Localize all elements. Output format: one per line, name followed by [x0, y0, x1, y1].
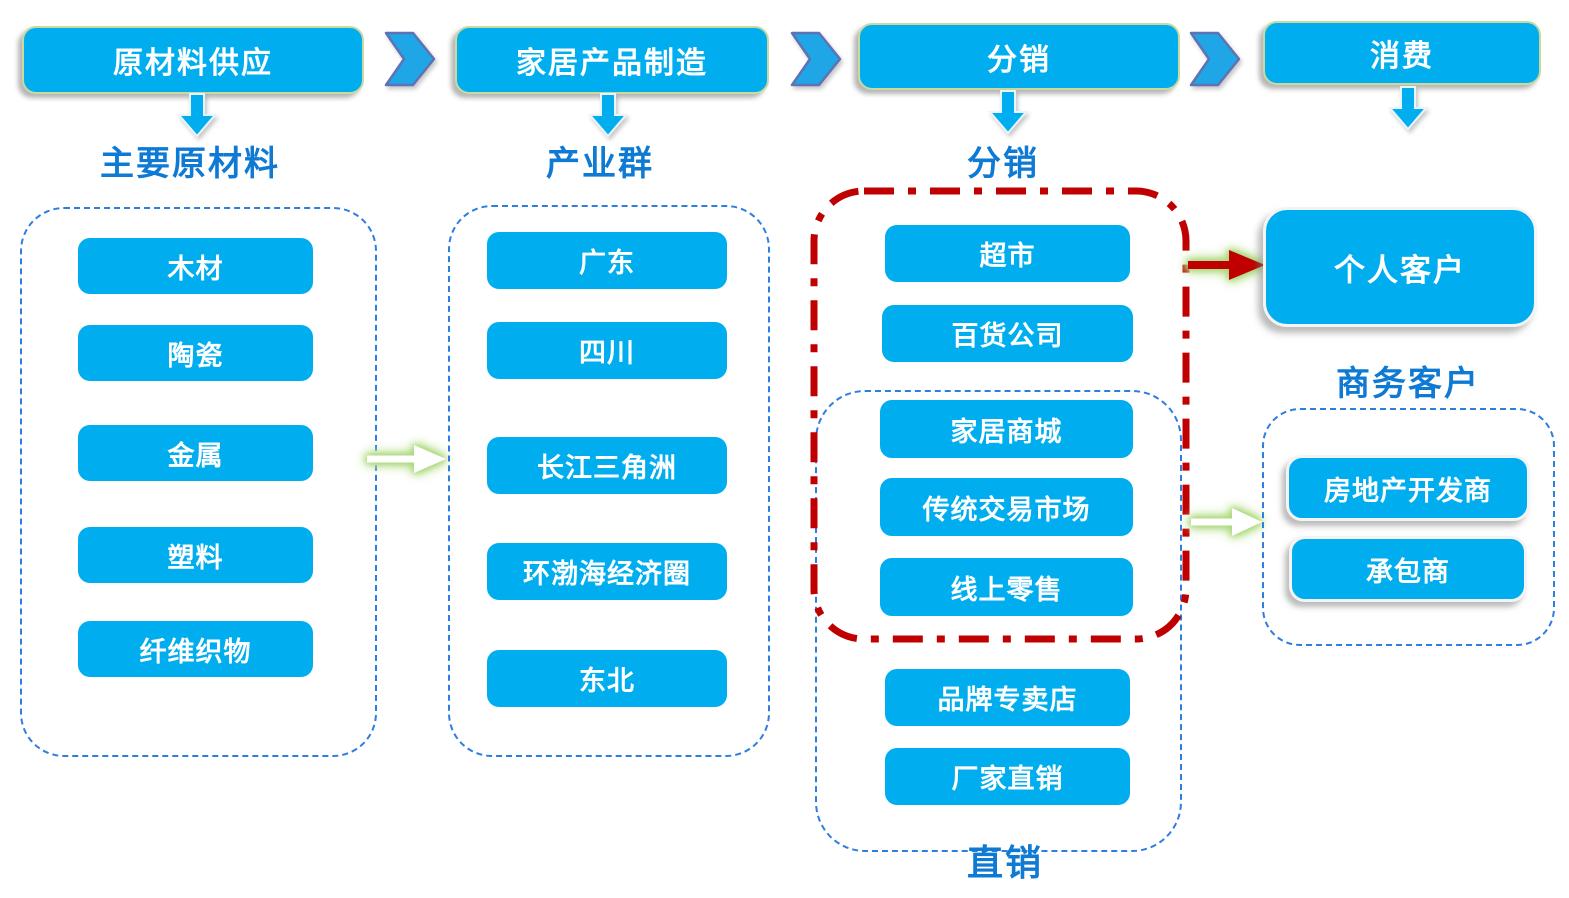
item-fiber-fabric: 纤维织物	[78, 621, 313, 677]
direct-sales-group-box	[815, 390, 1182, 852]
arrow-down-icon	[588, 93, 628, 138]
item-yangtze-delta: 长江三角洲	[487, 437, 727, 494]
item-contractor: 承包商	[1289, 536, 1527, 602]
stage-label: 消费	[1370, 40, 1434, 73]
item-ceramics: 陶瓷	[78, 325, 313, 381]
raw-materials-group-box	[20, 207, 377, 757]
item-individual-customer: 个人客户	[1263, 207, 1537, 327]
item-plastic: 塑料	[78, 527, 313, 583]
item-traditional-market: 传统交易市场	[880, 478, 1133, 536]
stage-label: 原材料供应	[113, 47, 273, 80]
arrow-right-icon	[1191, 508, 1262, 536]
direct-sales-label: 直销	[966, 842, 1043, 883]
item-supermarket: 超市	[885, 225, 1130, 282]
stage-distribution: 分销	[858, 23, 1180, 90]
item-real-estate-developer: 房地产开发商	[1286, 455, 1530, 521]
chevron-right-icon	[1189, 31, 1241, 87]
business-customers-group-box	[1262, 408, 1555, 646]
stage-raw-material-supply: 原材料供应	[22, 26, 364, 94]
item-wood: 木材	[78, 238, 313, 294]
business-customers-title: 商务客户	[1336, 365, 1480, 403]
item-home-mall: 家居商城	[880, 400, 1133, 458]
clusters-group-box	[448, 205, 770, 757]
retail-channel-red-box	[810, 187, 1190, 643]
section-title-distribution: 分销	[967, 145, 1039, 183]
item-bohai-rim: 环渤海经济圈	[487, 543, 727, 600]
item-guangdong: 广东	[487, 232, 727, 289]
item-metal: 金属	[78, 425, 313, 481]
item-online-retail: 线上零售	[880, 558, 1133, 616]
arrow-right-red-icon	[1188, 250, 1265, 280]
arrow-down-icon	[1388, 86, 1428, 131]
chevron-right-icon	[384, 31, 436, 87]
arrow-down-icon	[988, 90, 1028, 135]
chevron-right-icon	[790, 31, 842, 87]
item-factory-direct: 厂家直销	[885, 748, 1130, 805]
section-title-raw-materials: 主要原材料	[100, 145, 280, 183]
item-department-store: 百货公司	[882, 305, 1133, 362]
item-sichuan: 四川	[487, 322, 727, 379]
stage-manufacturing: 家居产品制造	[455, 26, 769, 94]
stage-label: 家居产品制造	[516, 47, 708, 80]
section-title-clusters: 产业群	[546, 145, 654, 183]
arrow-down-icon	[177, 93, 217, 138]
stage-label: 分销	[987, 43, 1051, 77]
arrow-right-icon	[367, 445, 446, 473]
stage-consumption: 消费	[1263, 21, 1541, 85]
item-brand-store: 品牌专卖店	[885, 669, 1130, 726]
item-northeast: 东北	[487, 650, 727, 707]
